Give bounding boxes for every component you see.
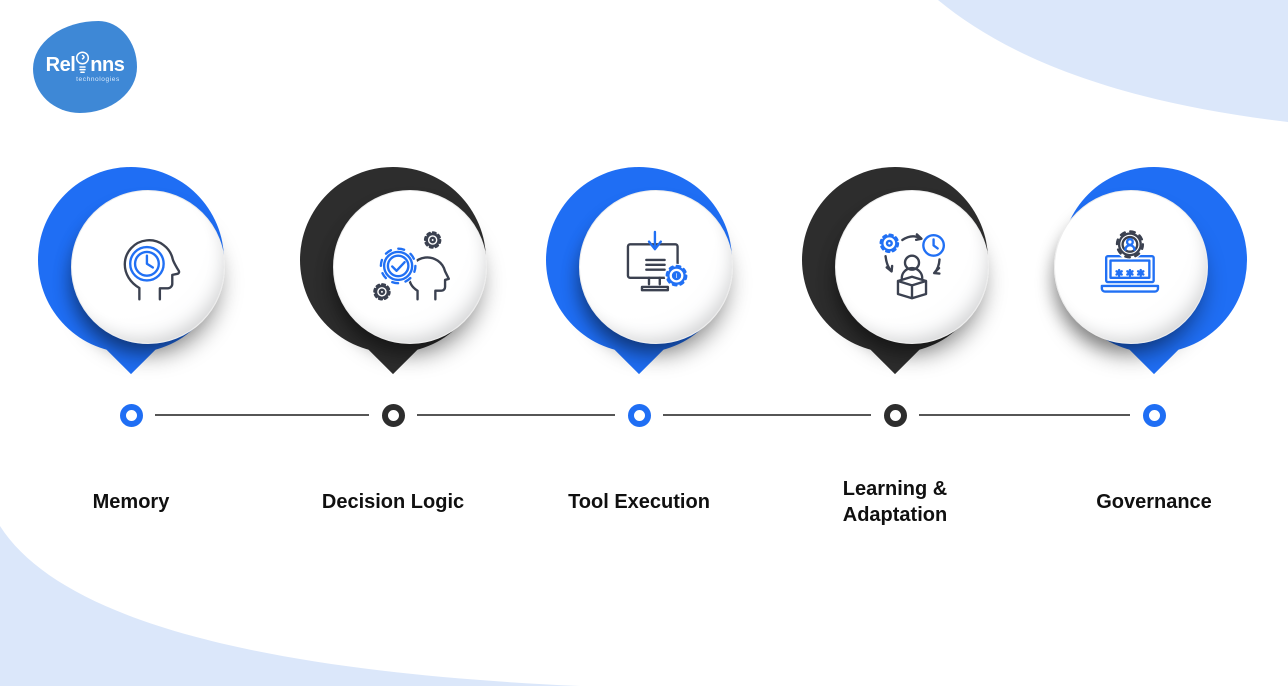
step-label: Memory (92, 491, 170, 513)
timeline-dot (628, 404, 651, 427)
step-badge (333, 190, 487, 344)
timeline-segment (919, 414, 1130, 416)
timeline-dot (1143, 404, 1166, 427)
logo-wordmark: Rel nns (46, 51, 125, 75)
person-box-gear-clock-icon (878, 232, 946, 300)
logo-tagline: technologies (76, 76, 120, 83)
monitor-arrow-gear-icon (626, 230, 689, 292)
step-decision-logic: Decision Logic (263, 160, 523, 580)
timeline-segment (417, 414, 615, 416)
background-top-right-wave (938, 0, 1288, 122)
timeline-segment (663, 414, 871, 416)
head-gears-check-icon (372, 230, 451, 301)
timeline-dot (120, 404, 143, 427)
step-learning-adaptation: Learning & Adaptation (765, 160, 1025, 580)
step-tool-execution: Tool Execution (509, 160, 769, 580)
logo-text-prefix: Rel (45, 54, 76, 76)
timeline-dot (884, 404, 907, 427)
step-badge (71, 190, 225, 344)
step-label: Governance (1096, 491, 1212, 513)
step-memory: Memory (1, 160, 261, 580)
lightbulb-icon (76, 51, 90, 73)
laptop-gear-user-icon (1100, 229, 1160, 293)
step-label: Learning & Adaptation (842, 478, 948, 526)
relinns-logo: Rel nns technologies (33, 21, 137, 113)
step-badge (579, 190, 733, 344)
step-label: Tool Execution (568, 491, 710, 513)
timeline-segment (155, 414, 369, 416)
timeline-dot (382, 404, 405, 427)
step-badge (1054, 190, 1208, 344)
step-label: Decision Logic (321, 491, 465, 513)
logo-text-suffix: nns (90, 54, 125, 76)
step-badge (835, 190, 989, 344)
head-clock-icon (123, 239, 181, 301)
step-governance: Governance (1024, 160, 1284, 580)
